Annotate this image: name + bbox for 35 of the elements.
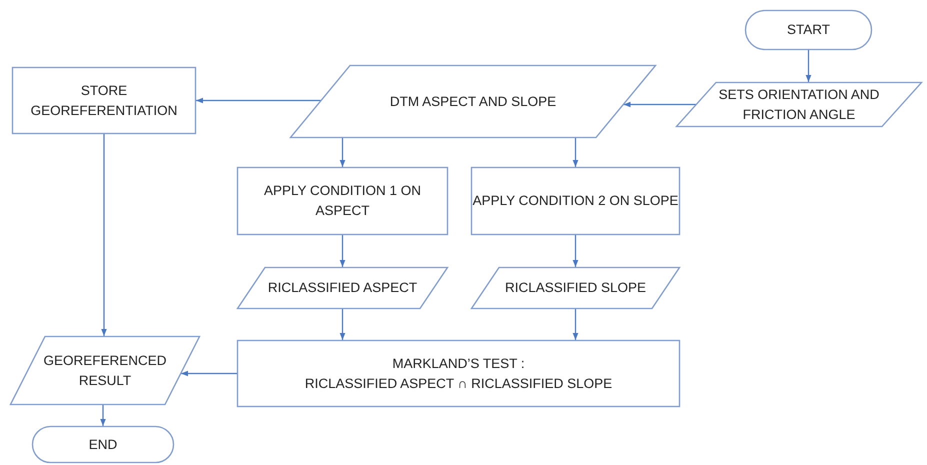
data-parallelogram (10, 336, 200, 405)
arrow (100, 405, 106, 426)
process-box (237, 340, 680, 407)
node-label: DTM ASPECT AND SLOPE (390, 92, 556, 111)
arrow (340, 138, 346, 167)
arrow (572, 235, 578, 267)
process-box (237, 167, 448, 235)
node-label: RICLASSIFIED SLOPE (504, 279, 646, 298)
terminal-shape (745, 10, 872, 50)
data-parallelogram (676, 82, 922, 127)
process-box (471, 167, 680, 235)
arrow (180, 370, 237, 376)
arrow (340, 309, 346, 340)
process-box (12, 67, 196, 134)
node-label: APPLY CONDITION 2 ON SLOPE (472, 192, 678, 210)
node-label: RICLASSIFIED ASPECT ∩ RICLASSIFIED SLOPE (304, 374, 612, 392)
arrow (624, 102, 696, 108)
node-label: MARKLAND’S TEST : (392, 354, 525, 373)
arrow (340, 235, 346, 267)
node-label: GEOREFERENCED RESULT (42, 352, 168, 390)
arrow (196, 98, 321, 104)
arrow (101, 134, 107, 336)
node-label: APPLY CONDITION 1 ON ASPECT (262, 182, 422, 220)
node-label: RICLASSIFIED ASPECT (268, 279, 418, 298)
data-parallelogram (237, 267, 448, 309)
node-label: STORE GEOREFERENTIATION (30, 82, 178, 120)
node-label: END (88, 436, 118, 454)
node-label: START (786, 21, 830, 40)
data-parallelogram (471, 267, 680, 309)
node-label: SETS ORIENTATION AND FRICTION ANGLE (718, 86, 880, 124)
arrow (572, 309, 578, 340)
terminal-shape (32, 426, 174, 463)
arrow (572, 138, 578, 167)
data-parallelogram (290, 65, 656, 138)
arrow (806, 50, 812, 82)
